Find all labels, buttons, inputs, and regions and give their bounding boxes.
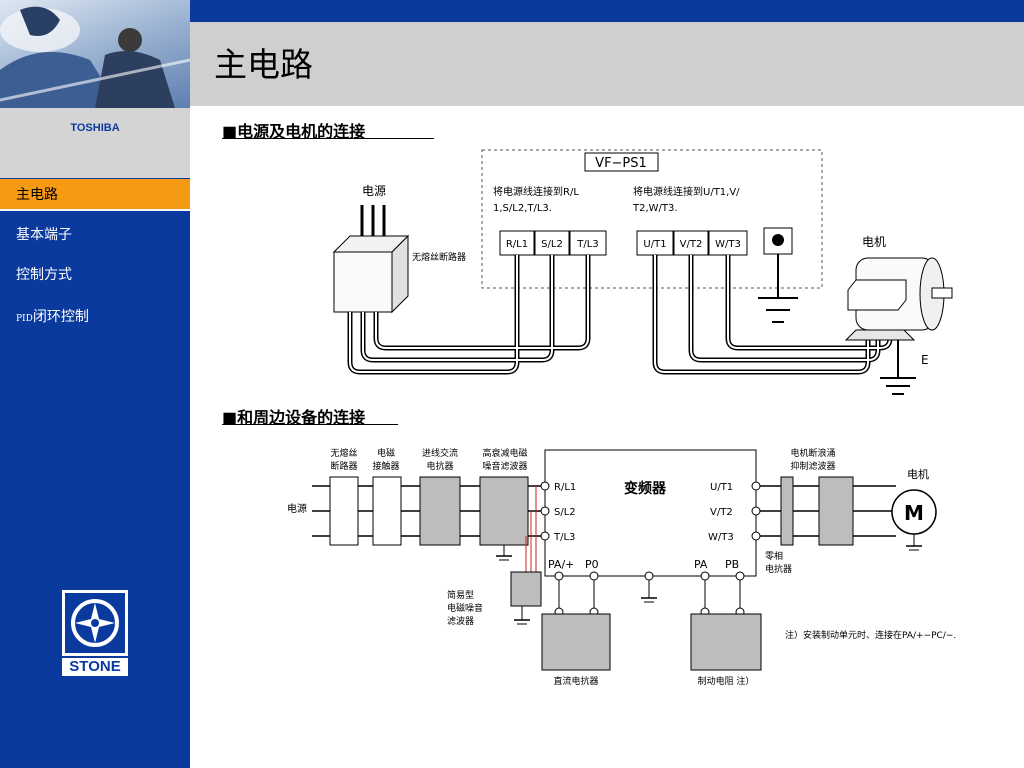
- nav-item-control-mode[interactable]: 控制方式: [0, 259, 190, 291]
- inverter-label: 变频器: [624, 480, 667, 497]
- terminal-w-t3: [708, 230, 748, 256]
- nav-item-main-circuit[interactable]: 主电路: [0, 179, 190, 211]
- simple-filter-label: 滤波器: [447, 615, 474, 627]
- terminal-label: W/T3: [708, 532, 734, 543]
- terminal-label: V/T2: [680, 239, 703, 250]
- inverter-outline: [481, 149, 823, 289]
- terminal-label: W/T3: [715, 239, 741, 250]
- terminal-label: T/L3: [576, 239, 598, 250]
- section-rule: [222, 424, 398, 425]
- output-note-line: 将电源线连接到U/T1,V/: [633, 185, 740, 198]
- breaker-box: [333, 251, 393, 313]
- section-rule: [222, 138, 434, 139]
- device-label: 进线交流: [422, 447, 458, 459]
- motor-symbol: M: [904, 501, 924, 525]
- terminal-label: PB: [725, 558, 739, 571]
- terminal-label: S/L2: [554, 507, 576, 518]
- section-heading-peripherals: ■和周边设备的连接: [222, 408, 366, 427]
- terminal-label: PA: [694, 558, 708, 571]
- motor-label: 电机: [862, 235, 886, 249]
- power-label: 电源: [362, 184, 386, 198]
- terminal-label: R/L1: [506, 239, 528, 250]
- input-note-line: 将电源线连接到R/L: [493, 185, 579, 198]
- nav-item-label: 主电路: [16, 187, 58, 203]
- zero-phase-reactor: [780, 476, 794, 546]
- earth-screw-icon: [772, 234, 784, 246]
- device-label: 电抗器: [426, 460, 453, 472]
- terminal-label: S/L2: [541, 239, 563, 250]
- device-label: 无熔丝: [330, 447, 357, 459]
- device-label: 接触器: [372, 460, 399, 472]
- stone-logo: STONE: [62, 590, 128, 678]
- input-note-line: 1,S/L2,T/L3.: [493, 203, 552, 214]
- title-band: [190, 22, 1024, 106]
- nav-item-prefix: PID: [16, 314, 33, 324]
- simple-filter-box: [510, 571, 542, 607]
- simple-filter-label: 简易型: [447, 589, 474, 601]
- nav-item-basic-terminals[interactable]: 基本端子: [0, 219, 190, 251]
- device-label: VF−PS1: [595, 156, 647, 171]
- nav-item-pid-control[interactable]: PID闭环控制: [0, 301, 190, 333]
- terminal-u-t1: [636, 230, 674, 256]
- emi-filter-box: [479, 476, 529, 546]
- terminal-label: T/L3: [553, 532, 575, 543]
- terminal-label: R/L1: [554, 482, 576, 493]
- stone-logo-graphic: [62, 590, 128, 676]
- motor-shaft: [931, 287, 953, 299]
- device-label-box: [584, 152, 659, 172]
- device-label: 电磁: [377, 447, 395, 459]
- nav-item-label: 控制方式: [16, 267, 72, 283]
- brake-resistor-label: 制动电阻 注）: [698, 675, 755, 687]
- hero-photo: [0, 0, 190, 108]
- surge-filter-label: 电机断浪涌: [790, 447, 835, 459]
- logo-text: STONE: [69, 658, 121, 675]
- earth-label: E: [921, 353, 929, 367]
- brake-note: 注）安装制动单元时、连接在PA/+−PC/−.: [785, 629, 956, 641]
- nav-item-label: 基本端子: [16, 227, 72, 243]
- terminal-r-l1: [499, 230, 535, 256]
- earth-terminal: [763, 227, 793, 255]
- device-label: 噪音滤波器: [482, 460, 527, 472]
- surge-filter-box: [818, 476, 854, 546]
- motor-label: 电机: [907, 467, 929, 481]
- page-title: 主电路: [214, 45, 313, 84]
- section-heading-power-motor: ■电源及电机的连接: [222, 122, 366, 141]
- motor-terminal-box: [847, 279, 907, 311]
- dc-reactor-label: 直流电抗器: [553, 675, 598, 687]
- zero-phase-label: 电抗器: [765, 563, 792, 575]
- breaker-box: [329, 476, 359, 546]
- output-note-line: T2,W/T3.: [632, 203, 678, 214]
- simple-filter-label: 电磁噪音: [447, 602, 483, 614]
- top-bar: [190, 0, 1024, 22]
- surge-filter-label: 抑制滤波器: [790, 460, 835, 472]
- ac-reactor-box: [419, 476, 461, 546]
- brand-name: TOSHIBA: [70, 122, 120, 134]
- terminal-label: V/T2: [710, 507, 733, 518]
- contactor-box: [372, 476, 402, 546]
- power-label: 电源: [287, 502, 307, 515]
- device-label: 高衰减电磁: [482, 447, 527, 459]
- dc-reactor-box: [541, 613, 611, 671]
- brake-resistor-box: [690, 613, 762, 671]
- device-label: 断路器: [330, 460, 357, 472]
- hero-photo-graphic: [0, 6, 190, 108]
- terminal-label: PA/+: [548, 558, 574, 571]
- terminal-label: U/T1: [710, 482, 733, 493]
- nav-item-label: 闭环控制: [32, 309, 89, 325]
- terminal-label: U/T1: [643, 239, 666, 250]
- brand-band: [0, 108, 190, 178]
- breaker-label: 无熔丝断路器: [412, 251, 466, 263]
- terminal-t-l3: [569, 230, 607, 256]
- zero-phase-label: 零相: [765, 550, 783, 562]
- terminal-label: P0: [585, 558, 599, 571]
